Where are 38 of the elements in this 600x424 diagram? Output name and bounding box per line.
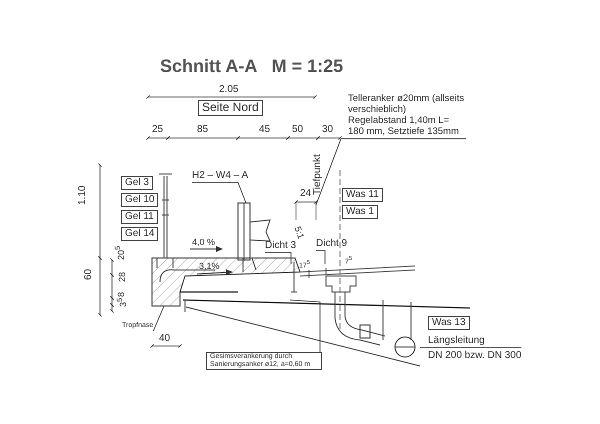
leader-line	[316, 250, 326, 264]
label-box: Seite Nord	[198, 100, 263, 116]
leader-line	[420, 347, 522, 348]
dimension-value: 40	[159, 333, 170, 344]
dimension-value: 1.10	[77, 186, 88, 205]
leader-line	[264, 252, 292, 264]
label-box: Was 13	[428, 316, 470, 330]
dimension-value: 25	[152, 124, 164, 136]
dimension-value: 50	[292, 124, 304, 136]
label-box: Was 11	[342, 188, 383, 202]
dimension-value: 8	[116, 292, 126, 297]
pipe-size-text: DN 200 bzw. DN 300	[428, 350, 522, 361]
label-box: Gel 10	[121, 193, 158, 206]
point-label: Tiefpunkt	[312, 154, 324, 195]
label-box: Gel 3	[121, 176, 153, 190]
slope-value: 3,1%	[199, 261, 220, 272]
dimension-value: 60	[83, 268, 94, 280]
drawing-title: Schnitt A-A M = 1:25	[160, 56, 344, 77]
slope-ratio: 5:1	[292, 225, 306, 240]
leader-line	[192, 182, 246, 204]
dimension-value: 28	[117, 272, 128, 282]
dimension-value: 85	[197, 124, 208, 136]
dimension-value: 45	[259, 124, 270, 136]
leader-line	[316, 138, 466, 206]
dimension-value: 30	[322, 124, 334, 136]
label-box: Gel 11	[121, 210, 158, 224]
label-box: Was 1	[342, 205, 378, 218]
leader-line	[290, 300, 320, 352]
callout-text: Dicht 3	[265, 240, 296, 252]
dimension-value: 24	[300, 188, 312, 200]
callout-text: Längsleitung	[428, 335, 486, 346]
slope-value: 4,0 %	[192, 237, 216, 248]
label-box: Gel 14	[121, 227, 158, 240]
dimension-value: 2.05	[219, 84, 238, 96]
callout-text: Dicht 9	[316, 238, 348, 250]
callout-text: Telleranker ø20mm (allseits verschieblich) Regelabstand 1,40m L= 180 mm, Setztiefe 135mm	[348, 94, 466, 138]
callout-text: H2 – W4 – A	[192, 170, 248, 182]
leader-line	[152, 306, 164, 332]
